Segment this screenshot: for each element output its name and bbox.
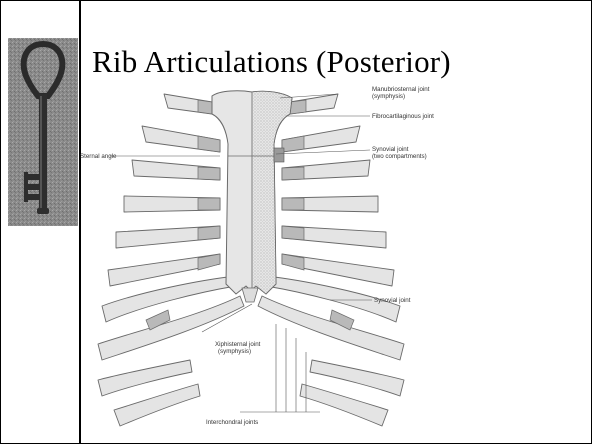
- label-synovial-joint: Synovial joint: [374, 297, 411, 304]
- label-fibrocartilaginous-joint: Fibrocartilaginous joint: [372, 113, 434, 120]
- antique-key-image: [8, 38, 78, 226]
- label-manubriosternal-symphysis: (symphysis): [372, 93, 405, 100]
- label-synovial-joint-two: Synovial joint: [372, 146, 409, 153]
- slide-title: Rib Articulations (Posterior): [92, 44, 451, 80]
- label-manubriosternal-joint: Manubriosternal joint: [372, 86, 430, 93]
- label-interchondral-joints: Interchondral joints: [206, 419, 258, 426]
- label-sternal-angle: Sternal angle: [80, 153, 117, 160]
- label-xiphisternal-symphysis: (symphysis): [218, 348, 251, 355]
- rib-cage-illustration: Manubriosternal joint (symphysis) Fibroc…: [80, 84, 592, 444]
- label-xiphisternal-joint: Xiphisternal joint: [215, 341, 261, 348]
- label-synovial-two-compartments: (two compartments): [372, 153, 427, 160]
- sternum: [212, 91, 292, 302]
